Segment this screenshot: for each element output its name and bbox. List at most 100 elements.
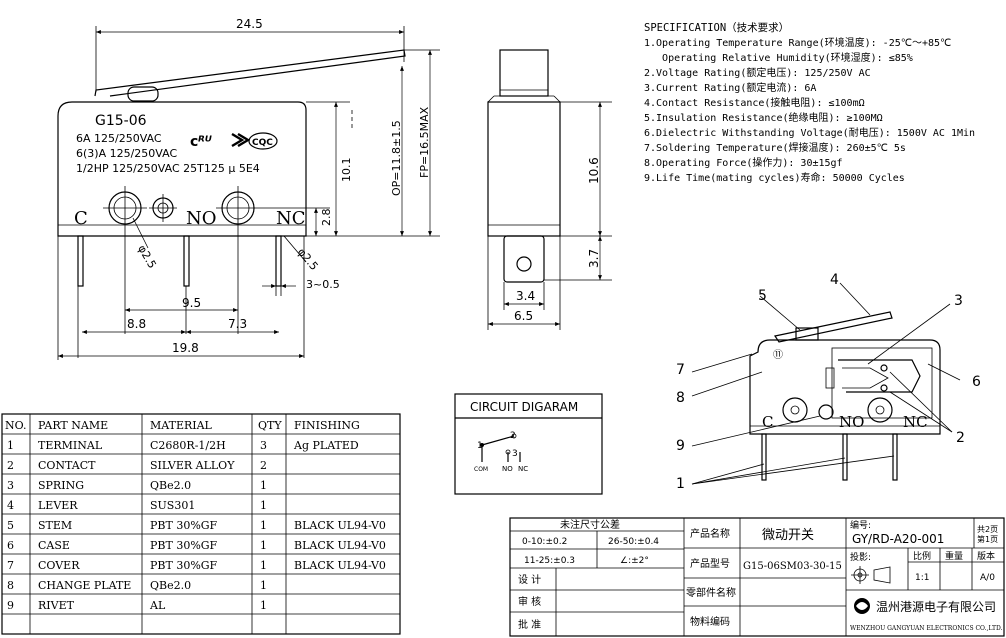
callout-4: 4 xyxy=(830,272,839,288)
dim-side-terminal-len: 3.7 xyxy=(587,249,601,268)
dim-body-length: 19.8 xyxy=(172,341,199,355)
svg-text:CASE: CASE xyxy=(38,539,70,552)
ce-mark-icon xyxy=(231,132,251,148)
tolerance-3: 11-25:±0.3 xyxy=(524,556,575,566)
exploded-label-c: C xyxy=(762,413,773,431)
material-code-label: 物料编码 xyxy=(690,615,730,628)
exploded-view: ⑪ C NO NC 5 4 3 6 2 7 8 9 1 xyxy=(676,272,981,492)
svg-text:c: c xyxy=(190,134,198,150)
svg-text:2: 2 xyxy=(7,459,14,472)
callout-6: 6 xyxy=(972,374,981,390)
svg-text:2: 2 xyxy=(260,459,267,472)
svg-text:4: 4 xyxy=(7,499,14,512)
rating-line-2: 6(3)A 125/250VAC xyxy=(76,147,177,160)
svg-text:STEM: STEM xyxy=(38,519,72,532)
svg-text:5: 5 xyxy=(7,519,14,532)
svg-text:RIVET: RIVET xyxy=(38,599,75,612)
side-view: 10.6 3.7 3.4 6.5 xyxy=(487,49,612,330)
circuit-label-com: COM xyxy=(474,466,488,473)
terminal-c xyxy=(77,235,84,287)
svg-text:9: 9 xyxy=(7,599,14,612)
dim-hole-height: 2.8 xyxy=(320,209,333,227)
spec-item-6: 6.Dielectric Withstanding Voltage(耐电压): … xyxy=(644,126,975,139)
terminal-no xyxy=(183,235,190,287)
model-label: G15-06 xyxy=(95,113,147,129)
dim-side-height: 10.6 xyxy=(587,157,601,184)
company-name-en: WENZHOU GANGYUAN ELECTRONICS CO.,LTD. xyxy=(850,625,1003,632)
spec-item-5: 5.Insulation Resistance(绝缘电阻): ≥100MΩ xyxy=(644,111,883,124)
circuit-pin-1: 1 xyxy=(477,441,483,451)
svg-text:3: 3 xyxy=(260,439,267,452)
cqc-mark-icon: CQC xyxy=(248,132,278,150)
table-row: 7 COVER PBT 30%GF 1 BLACK UL94-V0 xyxy=(7,559,386,572)
callout-2: 2 xyxy=(956,430,965,446)
svg-text:CHANGE PLATE: CHANGE PLATE xyxy=(38,579,131,592)
spec-item-8: 8.Operating Force(操作力): 30±15gf xyxy=(644,156,843,169)
dim-side-terminal-width: 3.4 xyxy=(516,289,535,303)
dim-side-width: 6.5 xyxy=(514,309,533,323)
version-value: A/0 xyxy=(980,573,995,583)
svg-text:ᴿᵁ: ᴿᵁ xyxy=(198,134,212,150)
stem xyxy=(127,86,159,102)
drawing-no: GY/RD-A20-001 xyxy=(852,532,944,546)
svg-text:COVER: COVER xyxy=(38,559,80,572)
tolerance-title: 未注尺寸公差 xyxy=(560,518,620,531)
svg-text:1: 1 xyxy=(260,579,267,592)
circuit-label-nc: NC xyxy=(518,465,528,473)
projection-symbol-icon xyxy=(851,566,891,584)
part-name-label: 零部件名称 xyxy=(686,586,736,599)
dim-pitch-no-nc: 7.3 xyxy=(228,317,247,331)
spec-item-7: 7.Soldering Temperature(焊接温度): 260±5℃ 5s xyxy=(644,141,906,154)
dim-terminal-offset: 3~0.5 xyxy=(306,278,340,291)
side-body xyxy=(487,101,561,237)
spec-item-9: 9.Life Time(mating cycles)寿命: 50000 Cycl… xyxy=(644,171,905,184)
drawing-no-label: 编号: xyxy=(850,519,871,531)
side-stem xyxy=(499,49,549,97)
dim-fp: FP=16.5MAX xyxy=(418,106,431,178)
dim-hole-dia: φ2.5 xyxy=(135,243,159,271)
table-row: 4 LEVER SUS301 1 xyxy=(7,499,267,512)
scale-label: 比例 xyxy=(913,550,931,562)
callout-7: 7 xyxy=(676,362,685,378)
version-label: 版本 xyxy=(977,550,995,562)
product-model: G15-06SM03-30-15 xyxy=(743,561,842,572)
callout-9: 9 xyxy=(676,438,685,454)
table-row: 5 STEM PBT 30%GF 1 BLACK UL94-V0 xyxy=(7,519,386,532)
svg-text:1: 1 xyxy=(260,519,267,532)
svg-text:AL: AL xyxy=(149,599,166,612)
svg-text:TERMINAL: TERMINAL xyxy=(38,439,103,452)
exploded-body xyxy=(749,339,941,435)
product-model-label: 产品型号 xyxy=(690,557,730,570)
circuit-diagram: CIRCUIT DIGARAM 1 2 3 COM NO NC xyxy=(454,393,603,495)
dim-op: OP=11.8±1.5 xyxy=(390,120,403,196)
exploded-cavity xyxy=(831,347,933,419)
circuit-pin-2: 2 xyxy=(510,431,516,441)
svg-text:1: 1 xyxy=(260,559,267,572)
svg-text:SUS301: SUS301 xyxy=(150,499,195,512)
dim-hole-dia-2: φ2.5 xyxy=(295,246,321,273)
spec-item-3: 3.Current Rating(额定电流): 6A xyxy=(644,81,816,94)
svg-text:BLACK UL94-V0: BLACK UL94-V0 xyxy=(294,539,386,552)
tolerance-2: 26-50:±0.4 xyxy=(608,537,659,547)
header-part-name: PART NAME xyxy=(38,419,108,432)
approve-label: 批 准 xyxy=(518,618,541,631)
lever xyxy=(94,49,406,97)
svg-text:SILVER ALLOY: SILVER ALLOY xyxy=(150,459,235,472)
spec-item-1: 1.Operating Temperature Range(环境温度): -25… xyxy=(644,36,951,49)
circuit-switch-arm xyxy=(481,435,515,446)
svg-text:1: 1 xyxy=(260,479,267,492)
table-row: 8 CHANGE PLATE QBe2.0 1 xyxy=(7,579,267,592)
callout-8: 8 xyxy=(676,390,685,406)
svg-text:8: 8 xyxy=(7,579,14,592)
dim-pitch-c-nc: 9.5 xyxy=(182,296,201,310)
exploded-label-nc: NC xyxy=(903,413,928,431)
review-label: 审 核 xyxy=(518,595,541,608)
projection-label: 投影: xyxy=(850,551,871,563)
rating-line-1: 6A 125/250VAC xyxy=(76,132,162,145)
svg-text:BLACK UL94-V0: BLACK UL94-V0 xyxy=(294,559,386,572)
svg-text:SPRING: SPRING xyxy=(38,479,84,492)
table-row: 6 CASE PBT 30%GF 1 BLACK UL94-V0 xyxy=(7,539,386,552)
table-row: 1 TERMINAL C2680R-1/2H 3 Ag PLATED xyxy=(7,439,359,452)
svg-text:BLACK UL94-V0: BLACK UL94-V0 xyxy=(294,519,386,532)
